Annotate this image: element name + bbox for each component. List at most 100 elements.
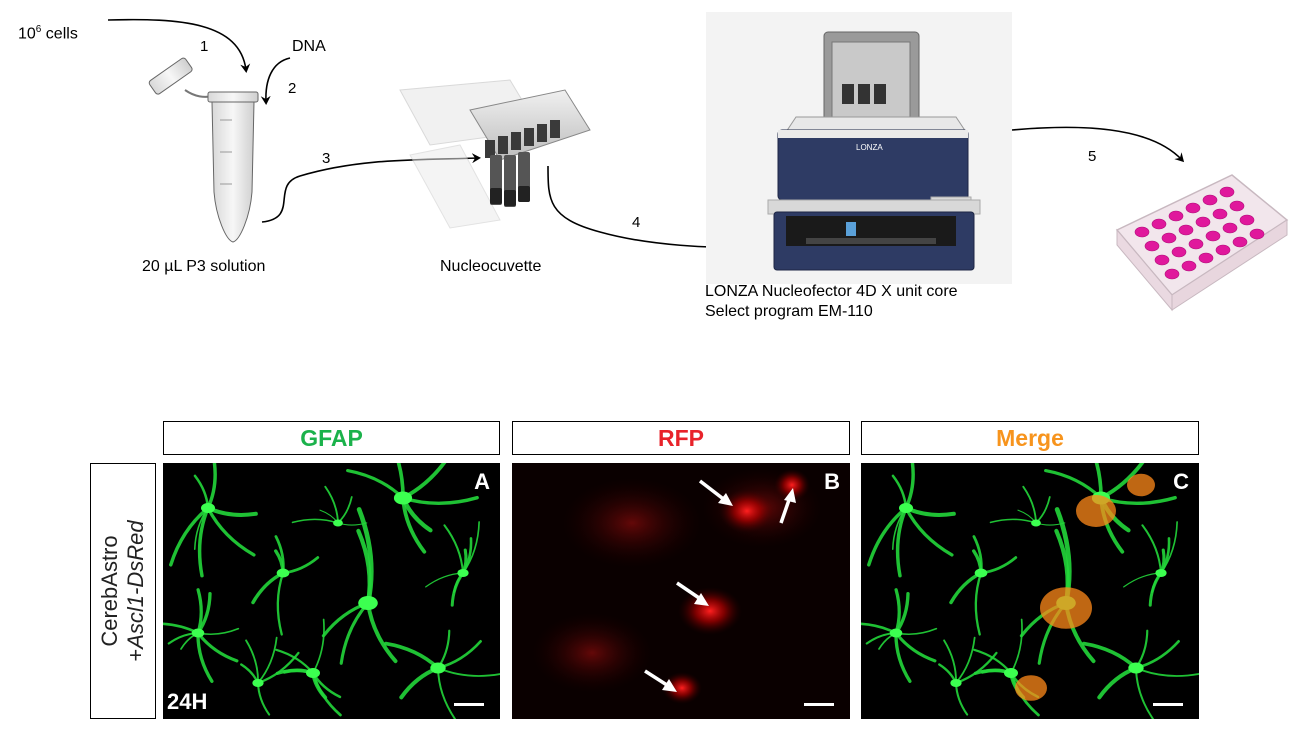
- cuvette-caption: Nucleocuvette: [440, 258, 542, 275]
- astrocyte-cell: [275, 618, 342, 717]
- panel-header-gfap-label: GFAP: [300, 424, 363, 451]
- astrocyte-cell: [291, 485, 368, 527]
- merged-cell: [1127, 473, 1155, 497]
- plate-well: [1205, 230, 1221, 242]
- plate-well: [1195, 216, 1211, 228]
- panel-header-merge-label: Merge: [996, 424, 1064, 451]
- row-label: CerebAstro +Ascl1-DsRed: [97, 520, 149, 661]
- plate-well: [1161, 232, 1177, 244]
- plate-well: [1154, 254, 1170, 266]
- arrow-step-5: [1011, 126, 1185, 163]
- panel-letter-a: A: [474, 469, 490, 494]
- eppendorf-tube-illustration: [148, 57, 259, 243]
- astrocyte-cell: [169, 463, 258, 578]
- scale-bar: [454, 703, 484, 706]
- plate-well: [1134, 226, 1150, 238]
- plate-well: [1249, 228, 1265, 240]
- rfp-cells: [512, 463, 850, 719]
- astrocyte-cell: [989, 485, 1066, 527]
- panel-header-merge: Merge: [861, 421, 1199, 455]
- timepoint-label: 24H: [167, 689, 208, 714]
- plate-well: [1185, 202, 1201, 214]
- plate-well: [1239, 214, 1255, 226]
- astrocyte-cell: [949, 535, 1018, 636]
- plate-well: [1215, 244, 1231, 256]
- step-5-label: 5: [1088, 148, 1097, 165]
- panel-letter-b: B: [824, 469, 840, 494]
- arrow-step-1: [107, 18, 251, 73]
- nucleofector-device-photo: LONZA: [706, 12, 1012, 284]
- panel-header-gfap: GFAP: [163, 421, 500, 455]
- astrocyte-cell: [1123, 521, 1178, 607]
- astrocyte-cell: [867, 463, 956, 578]
- rfp-cell: [662, 672, 702, 704]
- plate-well: [1168, 210, 1184, 222]
- plate-well: [1171, 246, 1187, 258]
- plate-well: [1164, 268, 1180, 280]
- panel-header-rfp-label: RFP: [658, 424, 704, 451]
- plate-well: [1151, 218, 1167, 230]
- plate-well: [1222, 222, 1238, 234]
- merged-cell: [1015, 675, 1047, 701]
- plate-well: [1229, 200, 1245, 212]
- scale-bar: [1153, 703, 1183, 706]
- device-caption-line-1: LONZA Nucleofector 4D X unit core: [705, 283, 958, 300]
- row-label-line-2: +Ascl1-DsRed: [123, 520, 148, 662]
- astrocyte-cell: [163, 588, 240, 683]
- nucleocuvette-illustration: [399, 79, 591, 229]
- arrow-annotation-head: [694, 593, 709, 606]
- astrocyte-cell: [425, 521, 480, 607]
- astrocyte-cell: [1082, 629, 1199, 719]
- step-1-label: 1: [200, 38, 209, 55]
- plate-well: [1188, 238, 1204, 250]
- arrow-annotation-head: [718, 493, 733, 506]
- rfp-cell: [719, 489, 775, 533]
- plate-well: [1144, 240, 1160, 252]
- astrocyte-cell: [240, 636, 300, 716]
- astrocyte-cell: [861, 588, 938, 683]
- micrograph-gfap: A 24H: [163, 463, 500, 719]
- plate-well: [1181, 260, 1197, 272]
- panel-header-rfp: RFP: [512, 421, 850, 455]
- plate-well: [1202, 194, 1218, 206]
- row-label-line-1: CerebAstro: [97, 535, 122, 647]
- gfap-cells: [163, 463, 500, 719]
- row-label-box: CerebAstro +Ascl1-DsRed: [90, 463, 156, 719]
- astrocyte-cell: [346, 463, 479, 554]
- device-brand-logo: LONZA: [856, 143, 883, 152]
- rfp-cell: [678, 587, 742, 635]
- dna-label: DNA: [292, 38, 326, 55]
- arrow-step-2: [260, 57, 291, 105]
- astrocyte-cell: [384, 629, 500, 719]
- step-3-label: 3: [322, 150, 331, 167]
- arrow-annotation-head: [784, 488, 796, 503]
- culture-plate-illustration: [1115, 174, 1289, 312]
- device-caption: LONZA Nucleofector 4D X unit core Select…: [705, 282, 958, 322]
- arrow-annotation: [698, 479, 728, 503]
- astrocyte-cell: [251, 535, 320, 636]
- plate-well: [1219, 186, 1235, 198]
- micrograph-rfp: B: [512, 463, 850, 719]
- micrograph-merge: C: [861, 463, 1199, 719]
- arrow-annotation: [676, 581, 703, 602]
- plate-well: [1212, 208, 1228, 220]
- arrow-annotation: [779, 496, 792, 524]
- rfp-cell: [774, 469, 810, 501]
- astrocyte-cell: [321, 507, 398, 665]
- merged-cell: [1076, 495, 1116, 527]
- device-caption-line-2: Select program EM-110: [705, 303, 873, 320]
- astrocyte-cell: [938, 636, 998, 716]
- merge-cells: [861, 463, 1199, 719]
- arrow-annotations: [644, 479, 796, 692]
- plate-well: [1198, 252, 1214, 264]
- cells-label: 106 cells: [18, 24, 78, 43]
- scale-bar: [804, 703, 834, 706]
- panel-letter-c: C: [1173, 469, 1189, 494]
- plate-well: [1232, 236, 1248, 248]
- arrow-annotation-head: [662, 679, 677, 692]
- plate-well: [1178, 224, 1194, 236]
- step-2-label: 2: [288, 80, 297, 97]
- merged-cell: [1040, 587, 1092, 629]
- tube-caption: 20 µL P3 solution: [142, 258, 266, 275]
- step-4-label: 4: [632, 214, 641, 231]
